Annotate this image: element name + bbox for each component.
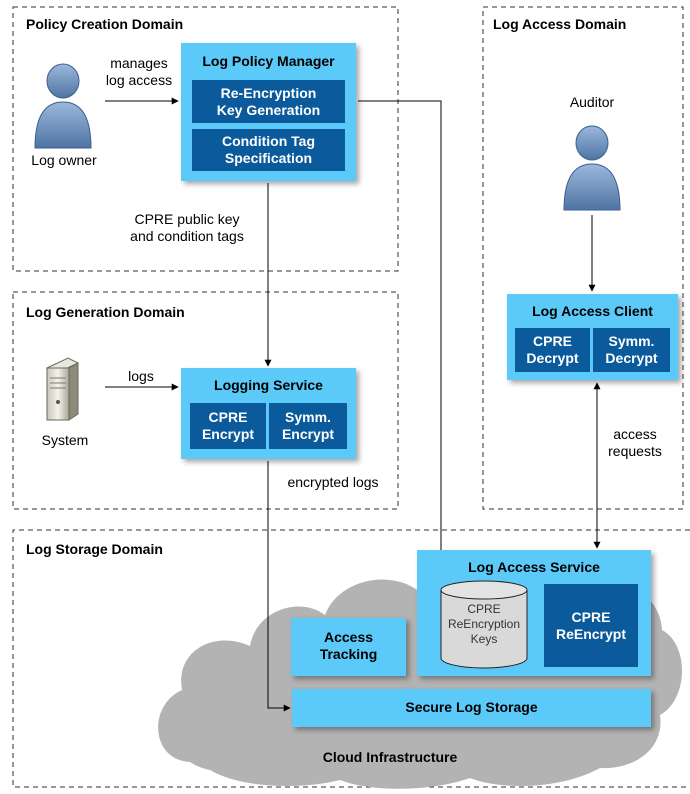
logs-label: logs [128, 368, 154, 384]
secure-log-storage-label: Secure Log Storage [405, 699, 538, 715]
database-cylinder-icon [440, 580, 528, 669]
cloud-infrastructure-label: Cloud Infrastructure [322, 749, 458, 765]
cpre-reencrypt-box: CPRE ReEncrypt [544, 584, 638, 667]
reencryption-key-generation-box: Re-Encryption Key Generation [192, 80, 345, 123]
log-generation-domain-title: Log Generation Domain [26, 304, 185, 320]
log-policy-manager-box: Log Policy Manager Re-Encryption Key Gen… [181, 43, 356, 181]
symm-encrypt-box: Symm. Encrypt [269, 403, 347, 449]
log-access-client-title: Log Access Client [532, 303, 653, 319]
log-access-service-title: Log Access Service [468, 559, 600, 575]
arrow-logging-service-to-storage [267, 461, 291, 712]
server-icon [45, 357, 80, 421]
log-policy-manager-title: Log Policy Manager [202, 53, 335, 69]
auditor-person-icon [563, 125, 621, 211]
cpre-public-key-label: CPRE public key and condition tags [130, 211, 244, 244]
log-owner-person-icon [34, 63, 92, 149]
secure-log-storage-box: Secure Log Storage [292, 689, 651, 727]
policy-creation-domain-title: Policy Creation Domain [26, 16, 184, 32]
log-storage-domain-title: Log Storage Domain [26, 541, 163, 557]
symm-decrypt-box: Symm. Decrypt [593, 328, 670, 372]
log-storage-domain-border [12, 529, 690, 788]
cpre-encrypt-box: CPRE Encrypt [190, 403, 266, 449]
access-requests-label: access requests [608, 426, 662, 459]
log-access-client-box: Log Access Client CPRE Decrypt Symm. Dec… [507, 294, 678, 380]
log-access-domain-border [482, 6, 684, 510]
condition-tag-specification-box: Condition Tag Specification [192, 129, 345, 171]
encrypted-logs-label: encrypted logs [287, 474, 379, 490]
log-access-domain-title: Log Access Domain [493, 16, 627, 32]
logging-service-box: Logging Service CPRE Encrypt Symm. Encry… [181, 368, 356, 459]
policy-creation-domain-border [12, 6, 399, 272]
log-owner-label: Log owner [31, 152, 97, 168]
arrow-policy-manager-to-keys [358, 100, 445, 579]
manages-log-access-label: manages log access [105, 55, 173, 88]
system-label: System [41, 432, 89, 448]
cpre-reencryption-keys-label: CPRE ReEncryption Keys [447, 602, 521, 646]
log-generation-domain-border [12, 291, 399, 510]
logging-service-title: Logging Service [214, 377, 323, 393]
cpre-decrypt-box: CPRE Decrypt [515, 328, 590, 372]
auditor-label: Auditor [569, 94, 615, 110]
access-tracking-label: Access Tracking [319, 629, 378, 662]
access-tracking-box: Access Tracking [291, 618, 406, 676]
log-access-service-box: Log Access Service CPRE ReEncryption Key… [417, 550, 651, 676]
